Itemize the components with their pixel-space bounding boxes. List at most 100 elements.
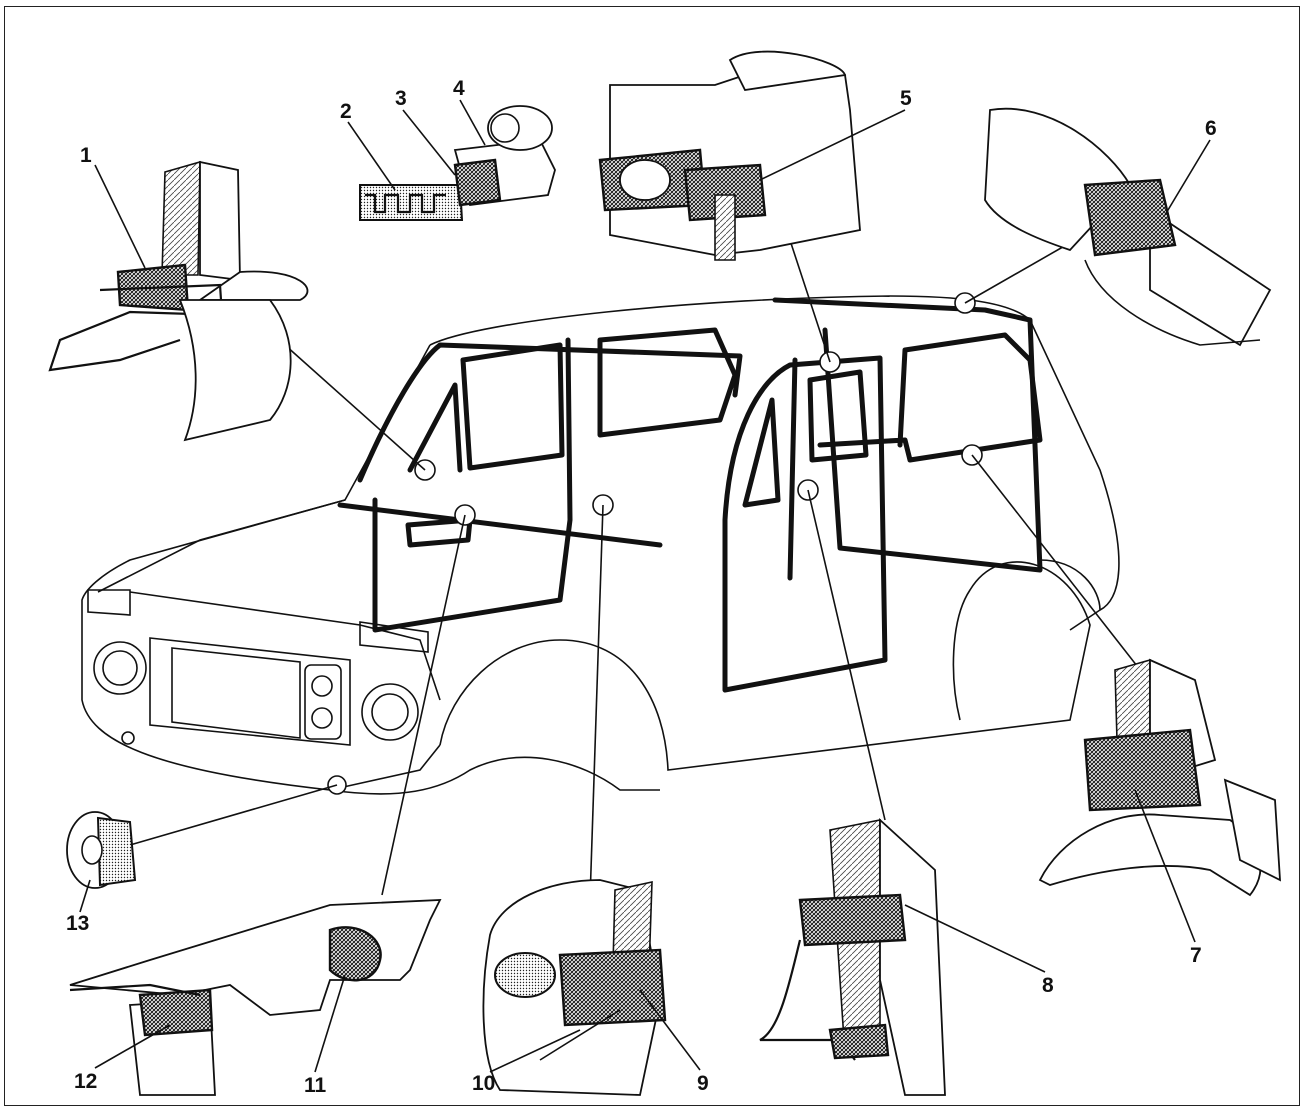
hood-edge xyxy=(97,499,346,593)
leader-11 xyxy=(381,514,466,896)
rear-window-seal xyxy=(817,332,1043,463)
callout-8: 8 xyxy=(1042,974,1054,997)
pointer-12 xyxy=(94,1024,171,1069)
rear-door-seal xyxy=(722,355,888,693)
detail-1-pillar xyxy=(178,299,292,442)
detail-8-seal-bottom xyxy=(828,1023,890,1060)
callout-9: 9 xyxy=(697,1072,709,1095)
detail-7-section xyxy=(1038,658,1281,897)
callout-3: 3 xyxy=(395,87,407,110)
detail-2-clip xyxy=(365,193,446,214)
pointer-4 xyxy=(459,99,486,146)
rear-door-window xyxy=(742,397,781,508)
pointer-3 xyxy=(402,109,456,176)
detail-12-seal xyxy=(138,988,214,1037)
callout-labels: 1 2 3 4 5 6 7 8 9 10 11 12 13 xyxy=(66,77,1217,1097)
callout-10: 10 xyxy=(472,1072,495,1095)
pointer-2 xyxy=(347,121,396,191)
pointer-9 xyxy=(639,989,701,1071)
callout-13: 13 xyxy=(66,912,89,935)
grommet-hole xyxy=(81,835,103,865)
grille-lamp-lower xyxy=(311,707,333,729)
windshield-seal xyxy=(357,342,743,483)
leader-5 xyxy=(784,224,831,363)
detail-8-pillar xyxy=(879,817,946,1096)
front-door-window-seal xyxy=(460,342,565,471)
detail-5-section xyxy=(598,50,861,261)
right-headlight-inner xyxy=(371,693,409,731)
grille-lamp-upper xyxy=(311,675,333,697)
pointer-5 xyxy=(759,109,906,181)
pointer-7 xyxy=(1134,789,1196,943)
grille xyxy=(149,637,351,746)
callout-7: 7 xyxy=(1190,944,1202,967)
door-handle-seal xyxy=(405,517,473,548)
detail-1-flange xyxy=(48,283,224,372)
leader-1 xyxy=(284,344,426,471)
callout-pointers xyxy=(79,99,1211,1073)
grille-inner xyxy=(171,647,301,739)
detail-4-tube-hole xyxy=(490,113,520,143)
leader-8 xyxy=(807,489,886,821)
detail-1-glass xyxy=(161,160,201,276)
front-top-edge xyxy=(129,591,441,701)
detail-7-seal xyxy=(1083,728,1202,812)
detail-9-seal xyxy=(558,948,667,1027)
grommet-body xyxy=(96,816,137,887)
turn-signal xyxy=(87,589,131,616)
callout-5: 5 xyxy=(900,87,912,110)
detail-5-seal-right xyxy=(683,163,767,222)
quarter-window-seal xyxy=(597,327,738,438)
front-door-seal xyxy=(372,337,573,633)
detail-8-frame xyxy=(759,939,856,1061)
leader-lines xyxy=(129,224,1149,901)
detail-7-flange xyxy=(1223,778,1281,882)
detail-13-grommet xyxy=(66,811,137,889)
hood-outline xyxy=(81,344,441,791)
diagram-frame xyxy=(4,6,1300,1106)
detail-11-12-section xyxy=(69,899,442,1096)
detail-3-seal xyxy=(453,158,502,207)
leader-9 xyxy=(589,504,604,901)
callout-1: 1 xyxy=(80,144,92,167)
left-headlight-inner xyxy=(102,650,138,686)
detail-8-section xyxy=(759,817,946,1096)
pointer-13 xyxy=(79,879,91,913)
detail-6-under xyxy=(1084,259,1261,346)
front-hole xyxy=(121,731,135,745)
detail-5-glass xyxy=(714,194,736,261)
windshield-inner xyxy=(407,382,463,473)
rear-door-pillar-seal xyxy=(787,357,798,581)
detail-10-tube xyxy=(494,952,556,998)
detail-1-tube xyxy=(197,270,309,301)
rear-arch xyxy=(1039,559,1101,631)
detail-6-seal xyxy=(1083,178,1177,257)
detail-6-box xyxy=(1149,208,1272,347)
sill-line xyxy=(439,561,1091,771)
detail-11-seal xyxy=(328,926,382,982)
detail-10-lip xyxy=(539,1009,621,1061)
car-body xyxy=(81,292,1120,795)
callout-4: 4 xyxy=(453,77,465,100)
side-opening-seal xyxy=(772,297,1043,573)
callout-11: 11 xyxy=(304,1074,327,1097)
detail-8-seal xyxy=(798,893,907,947)
detail-6-section xyxy=(984,107,1272,347)
pointer-8 xyxy=(904,904,1046,973)
rear-vent-seal xyxy=(807,369,869,463)
callout-2: 2 xyxy=(340,100,352,123)
detail-5-top xyxy=(728,50,847,91)
roof-outline xyxy=(429,295,1120,611)
detail-1-section xyxy=(48,160,309,442)
callout-6: 6 xyxy=(1205,117,1217,140)
pointer-1 xyxy=(94,164,146,269)
detail-11-body xyxy=(69,899,442,1016)
detail-5-tube xyxy=(619,159,671,201)
leader-7 xyxy=(971,454,1149,681)
leader-6 xyxy=(964,239,1076,304)
detail-9-10-section xyxy=(482,879,667,1096)
grille-badge xyxy=(304,664,342,740)
detail-2-4-section xyxy=(359,105,556,221)
